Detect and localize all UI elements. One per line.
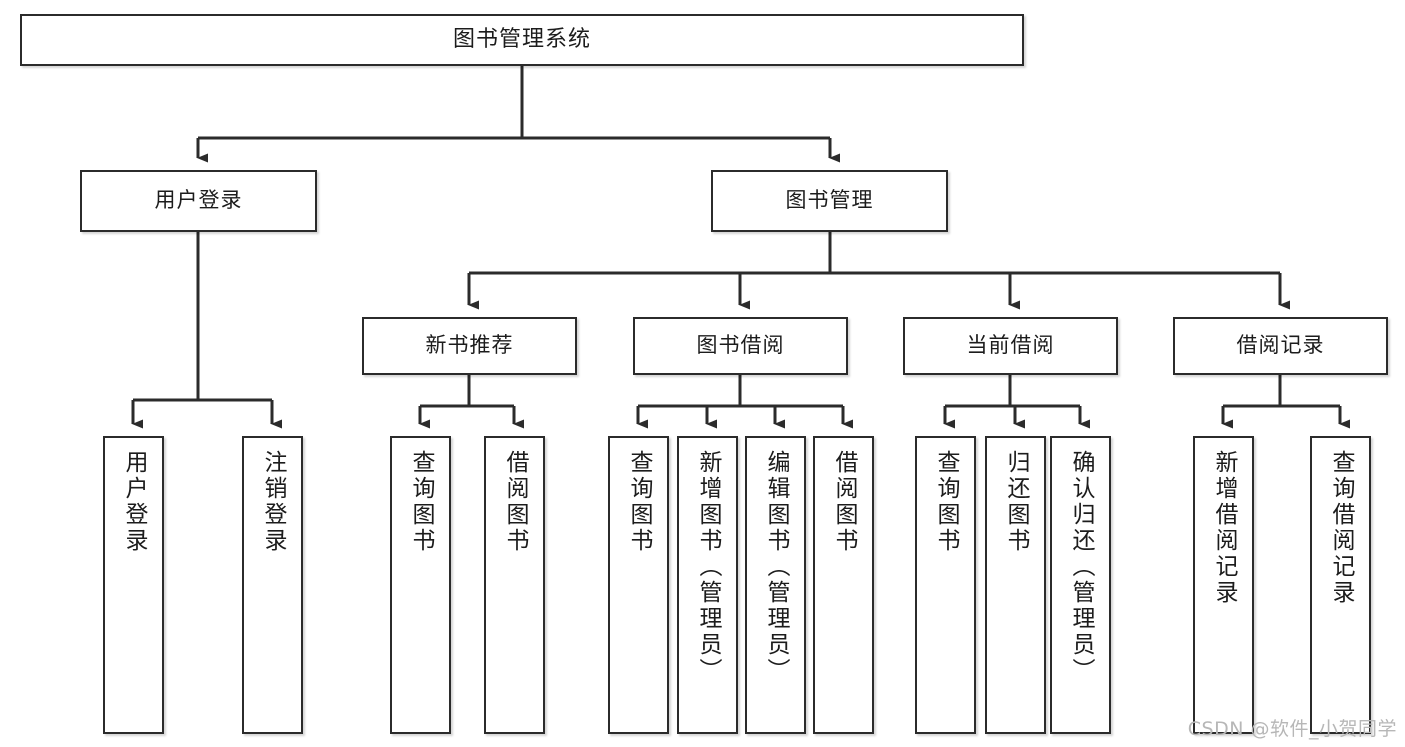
leaf-current-borrow-2-label: 确认归还（管理员） [1068,450,1094,684]
node-book-management[interactable]: 图书管理 [711,170,948,232]
leaf-borrow-record-1[interactable]: 查询借阅记录 [1310,436,1371,734]
leaf-new-book-recommend-1[interactable]: 借阅图书 [484,436,545,734]
node-borrow-record[interactable]: 借阅记录 [1173,317,1388,375]
leaf-borrow-record-0[interactable]: 新增借阅记录 [1193,436,1254,734]
node-root-label: 图书管理系统 [452,26,591,52]
node-borrow-record-label: 借阅记录 [1236,333,1325,358]
leaf-book-borrow-2[interactable]: 编辑图书（管理员） [745,436,806,734]
node-user-login-label: 用户登录 [154,188,243,213]
node-book-borrow[interactable]: 图书借阅 [633,317,848,375]
node-book-borrow-label: 图书借阅 [696,333,785,358]
leaf-book-borrow-3-label: 借阅图书 [831,450,857,554]
leaf-book-borrow-2-label: 编辑图书（管理员） [763,450,789,684]
leaf-book-borrow-3[interactable]: 借阅图书 [813,436,874,734]
leaf-user-login-0-label: 用户登录 [121,450,147,554]
leaf-borrow-record-1-label: 查询借阅记录 [1328,450,1354,606]
leaf-new-book-recommend-0-label: 查询图书 [408,450,434,554]
node-new-book-recommend[interactable]: 新书推荐 [362,317,577,375]
leaf-borrow-record-0-label: 新增借阅记录 [1211,450,1237,606]
node-book-management-label: 图书管理 [785,188,874,213]
node-user-login[interactable]: 用户登录 [80,170,317,232]
leaf-current-borrow-1-label: 归还图书 [1003,450,1029,554]
leaf-user-login-0[interactable]: 用户登录 [103,436,164,734]
watermark-text: CSDN @软件_小贺同学 [1187,718,1397,740]
node-current-borrow-label: 当前借阅 [966,333,1055,358]
leaf-current-borrow-0[interactable]: 查询图书 [915,436,976,734]
leaf-user-login-1[interactable]: 注销登录 [242,436,303,734]
leaf-book-borrow-0-label: 查询图书 [626,450,652,554]
leaf-current-borrow-1[interactable]: 归还图书 [985,436,1046,734]
node-current-borrow[interactable]: 当前借阅 [903,317,1118,375]
leaf-new-book-recommend-0[interactable]: 查询图书 [390,436,451,734]
node-root[interactable]: 图书管理系统 [20,14,1024,66]
leaf-user-login-1-label: 注销登录 [260,450,286,554]
leaf-book-borrow-1-label: 新增图书（管理员） [695,450,721,684]
leaf-book-borrow-0[interactable]: 查询图书 [608,436,669,734]
leaf-current-borrow-0-label: 查询图书 [933,450,959,554]
leaf-book-borrow-1[interactable]: 新增图书（管理员） [677,436,738,734]
node-new-book-recommend-label: 新书推荐 [425,333,514,358]
leaf-new-book-recommend-1-label: 借阅图书 [502,450,528,554]
leaf-current-borrow-2[interactable]: 确认归还（管理员） [1050,436,1111,734]
